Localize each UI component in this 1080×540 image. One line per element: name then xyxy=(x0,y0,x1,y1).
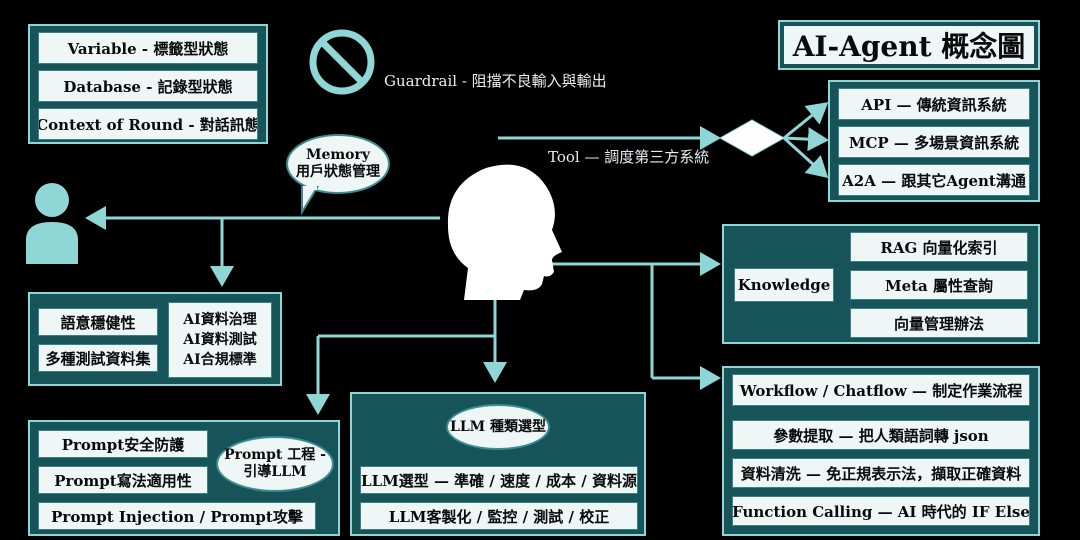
knowledge-item-vector: 向量管理辦法 xyxy=(850,308,1028,338)
state-item-context: Context of Round - 對話訊態 xyxy=(38,108,258,140)
state-item-database: Database - 記錄型狀態 xyxy=(38,70,258,102)
prompt-item-security: Prompt安全防護 xyxy=(38,430,208,458)
prompt-item-writing: Prompt寫法適用性 xyxy=(38,466,208,494)
head-icon xyxy=(447,164,562,300)
guardrail-label: Guardrail - 阻擋不良輸入與輸出 xyxy=(384,72,607,90)
memory-bubble: Memory 用戶狀態管理 xyxy=(286,134,390,194)
prompt-item-injection: Prompt Injection / Prompt攻擊 xyxy=(38,502,316,530)
knowledge-panel: Knowledge RAG 向量化索引 Meta 屬性查詢 向量管理辦法 xyxy=(722,224,1040,344)
prompt-bubble-line1: Prompt 工程 - xyxy=(224,447,326,463)
page-title: AI-Agent 概念圖 xyxy=(778,20,1040,70)
quality-governance-box: AI資料治理 AI資料測試 AI合規標準 xyxy=(168,302,272,378)
quality-governance-line: AI資料治理 xyxy=(183,312,257,328)
prompt-bubble-line2: 引導LLM xyxy=(243,464,307,480)
prohibited-icon xyxy=(309,29,375,95)
llm-type-bubble: LLM 種類選型 xyxy=(446,404,550,450)
tool-item-a2a: A2A — 跟其它Agent溝通 xyxy=(838,164,1030,196)
prompt-engineering-bubble: Prompt 工程 - 引導LLM xyxy=(216,436,334,492)
tool-item-mcp: MCP — 多場景資訊系統 xyxy=(838,126,1030,158)
tool-panel: API — 傳統資訊系統 MCP — 多場景資訊系統 A2A — 跟其它Agen… xyxy=(828,80,1040,202)
llm-panel: LLM 種類選型 LLM選型 — 準確 / 速度 / 成本 / 資料源 LLM客… xyxy=(350,392,646,536)
quality-testing-line: AI資料測試 xyxy=(183,332,257,348)
prompt-panel: Prompt安全防護 Prompt寫法適用性 Prompt Injection … xyxy=(28,420,340,536)
knowledge-label: Knowledge xyxy=(734,268,834,302)
workflow-item-function-calling: Function Calling — AI 時代的 IF Else xyxy=(732,496,1030,526)
knowledge-item-rag: RAG 向量化索引 xyxy=(850,232,1028,262)
workflow-item-params: 參數提取 — 把人類語詞轉 json xyxy=(732,420,1030,450)
knowledge-item-meta: Meta 屬性查詢 xyxy=(850,270,1028,300)
quality-item-semantic: 語意穩健性 xyxy=(38,308,158,336)
workflow-item-cleaning: 資料清洗 — 免正規表示法，擷取正確資料 xyxy=(732,458,1030,488)
memory-subtitle: 用戶狀態管理 xyxy=(296,164,380,180)
state-panel: Variable - 標籤型狀態 Database - 記錄型狀態 Contex… xyxy=(28,24,268,144)
quality-compliance-line: AI合規標準 xyxy=(183,352,257,368)
memory-title: Memory xyxy=(305,147,371,163)
tool-label: Tool — 調度第三方系統 xyxy=(548,148,710,166)
workflow-panel: Workflow / Chatflow — 制定作業流程 參數提取 — 把人類語… xyxy=(722,366,1040,536)
quality-item-datasets: 多種測試資料集 xyxy=(38,344,158,372)
quality-panel: 語意穩健性 多種測試資料集 AI資料治理 AI資料測試 AI合規標準 xyxy=(28,292,282,386)
diamond-icon xyxy=(718,119,786,157)
llm-item-customization: LLM客製化 / 監控 / 測試 / 校正 xyxy=(360,502,638,530)
state-item-variable: Variable - 標籤型狀態 xyxy=(38,32,258,64)
tool-item-api: API — 傳統資訊系統 xyxy=(838,88,1030,120)
memory-bubble-tail xyxy=(301,186,320,216)
llm-item-selection: LLM選型 — 準確 / 速度 / 成本 / 資料源 xyxy=(360,466,638,494)
user-icon xyxy=(26,183,78,264)
workflow-item-flow: Workflow / Chatflow — 制定作業流程 xyxy=(732,374,1030,406)
